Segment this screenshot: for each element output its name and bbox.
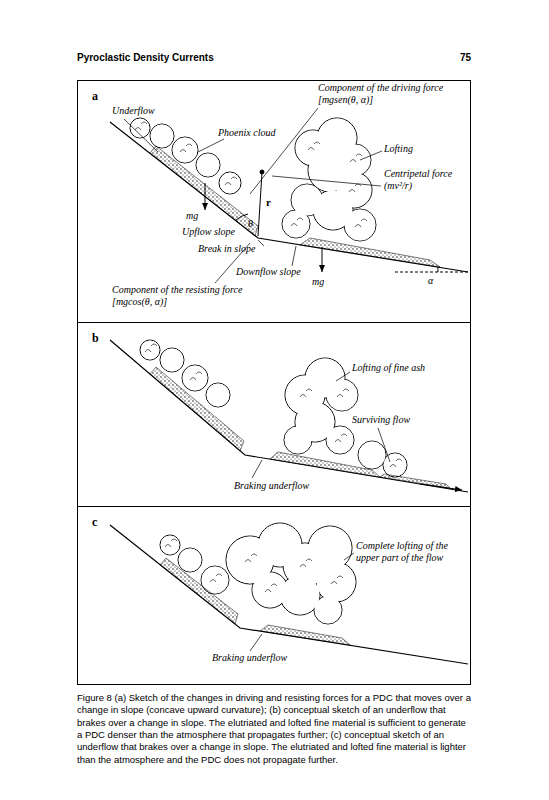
- figure-panel: b: [77, 322, 471, 507]
- running-header: 75: [430, 52, 471, 64]
- cloud-texture: [300, 389, 312, 397]
- cloud-puff: [359, 442, 386, 469]
- figure-label: Break in slope: [198, 243, 255, 255]
- cloud-puff: [383, 453, 407, 477]
- cloud-puff: [253, 573, 288, 608]
- figure-label: mg: [312, 276, 324, 288]
- figure-label: Centripetal force (mv²/r): [384, 168, 470, 191]
- cloud-texture: [210, 574, 222, 582]
- cloud-puff: [150, 124, 174, 148]
- cloud-puff: [179, 549, 202, 572]
- figure-label: Braking underflow: [234, 480, 309, 492]
- cloud-puff: [160, 535, 180, 555]
- cloud-texture: [300, 559, 312, 567]
- figure-label: Lofting of fine ash: [352, 362, 425, 374]
- cloud-texture: [245, 554, 257, 562]
- cloud-texture: [337, 389, 349, 397]
- cloud-puff: [140, 340, 160, 360]
- cloud-puff: [309, 527, 352, 570]
- cloud-texture: [190, 372, 202, 380]
- cloud-texture: [355, 219, 367, 227]
- cloud-puff: [384, 454, 407, 477]
- figure-label: Underflow: [112, 105, 155, 117]
- figure-label: Complete lofting of the upper part of th…: [356, 540, 466, 563]
- figure-label: Component of the resisting force [mgcos(…: [112, 284, 272, 307]
- figure-label: Lofting: [384, 143, 413, 155]
- cloud-texture: [335, 434, 347, 442]
- cloud-texture: [390, 459, 402, 467]
- figure-label: mg: [186, 210, 198, 222]
- cloud-puff: [285, 427, 312, 454]
- cloud-puff: [220, 173, 241, 194]
- cloud-puff: [178, 548, 202, 572]
- cloud-texture: [331, 576, 343, 584]
- cloud-texture: [180, 144, 192, 152]
- cloud-puff: [183, 366, 208, 391]
- cloud-texture: [145, 344, 157, 352]
- figure-label: Braking underflow: [212, 652, 287, 664]
- cloud-texture: [291, 218, 303, 226]
- figure-label: Surviving flow: [352, 414, 410, 426]
- panel-letter: b: [92, 331, 99, 346]
- cloud-puff: [196, 153, 220, 177]
- cloud-puff: [172, 137, 198, 163]
- figure-label: r: [266, 196, 271, 209]
- figure-caption: Figure 8 (a) Sketch of the changes in dr…: [77, 692, 471, 766]
- cloud-texture: [349, 184, 361, 192]
- cloud-puff: [327, 380, 358, 411]
- cloud-puff: [327, 427, 354, 454]
- force-vectors: [205, 170, 468, 490]
- cloud-puff: [345, 210, 376, 241]
- cloud-texture: [308, 142, 320, 150]
- figure-label: Downflow slope: [236, 266, 301, 278]
- panel-letter: a: [92, 89, 98, 104]
- figure-label: Phoenix cloud: [218, 127, 275, 139]
- cloud-puff: [206, 383, 230, 407]
- cloud-puff: [141, 341, 160, 360]
- cloud-texture: [225, 177, 237, 185]
- cloud-puff: [197, 154, 220, 177]
- slopes: [110, 122, 468, 664]
- cloud-puff: [173, 138, 198, 163]
- figure-label: Upflow slope: [182, 226, 235, 238]
- cloud-puff: [283, 211, 310, 238]
- cloud-puff: [317, 563, 356, 602]
- cloud-texture: [350, 154, 362, 162]
- cloud-texture: [165, 539, 177, 547]
- cloud-puff: [160, 348, 184, 372]
- leader-lines: [124, 108, 390, 651]
- cloud-puff: [219, 172, 241, 194]
- cloud-puff: [182, 365, 208, 391]
- cloud-puff: [358, 441, 386, 469]
- cloud-puff: [161, 349, 184, 372]
- running-header: Pyroclastic Density Currents: [77, 52, 214, 64]
- cloud-texture: [265, 584, 277, 592]
- cloud-puff: [207, 384, 230, 407]
- cloud-puff: [315, 597, 342, 624]
- figure-label: Component of the driving force [mgsen(θ,…: [318, 82, 458, 105]
- cloud-texture: [135, 122, 147, 130]
- deposits: [150, 146, 450, 645]
- cloud-puff: [161, 536, 180, 555]
- panel-letter: c: [92, 515, 97, 530]
- figure-label: α: [428, 275, 433, 287]
- cloud-puff: [151, 125, 174, 148]
- figure-label: θ: [248, 218, 253, 230]
